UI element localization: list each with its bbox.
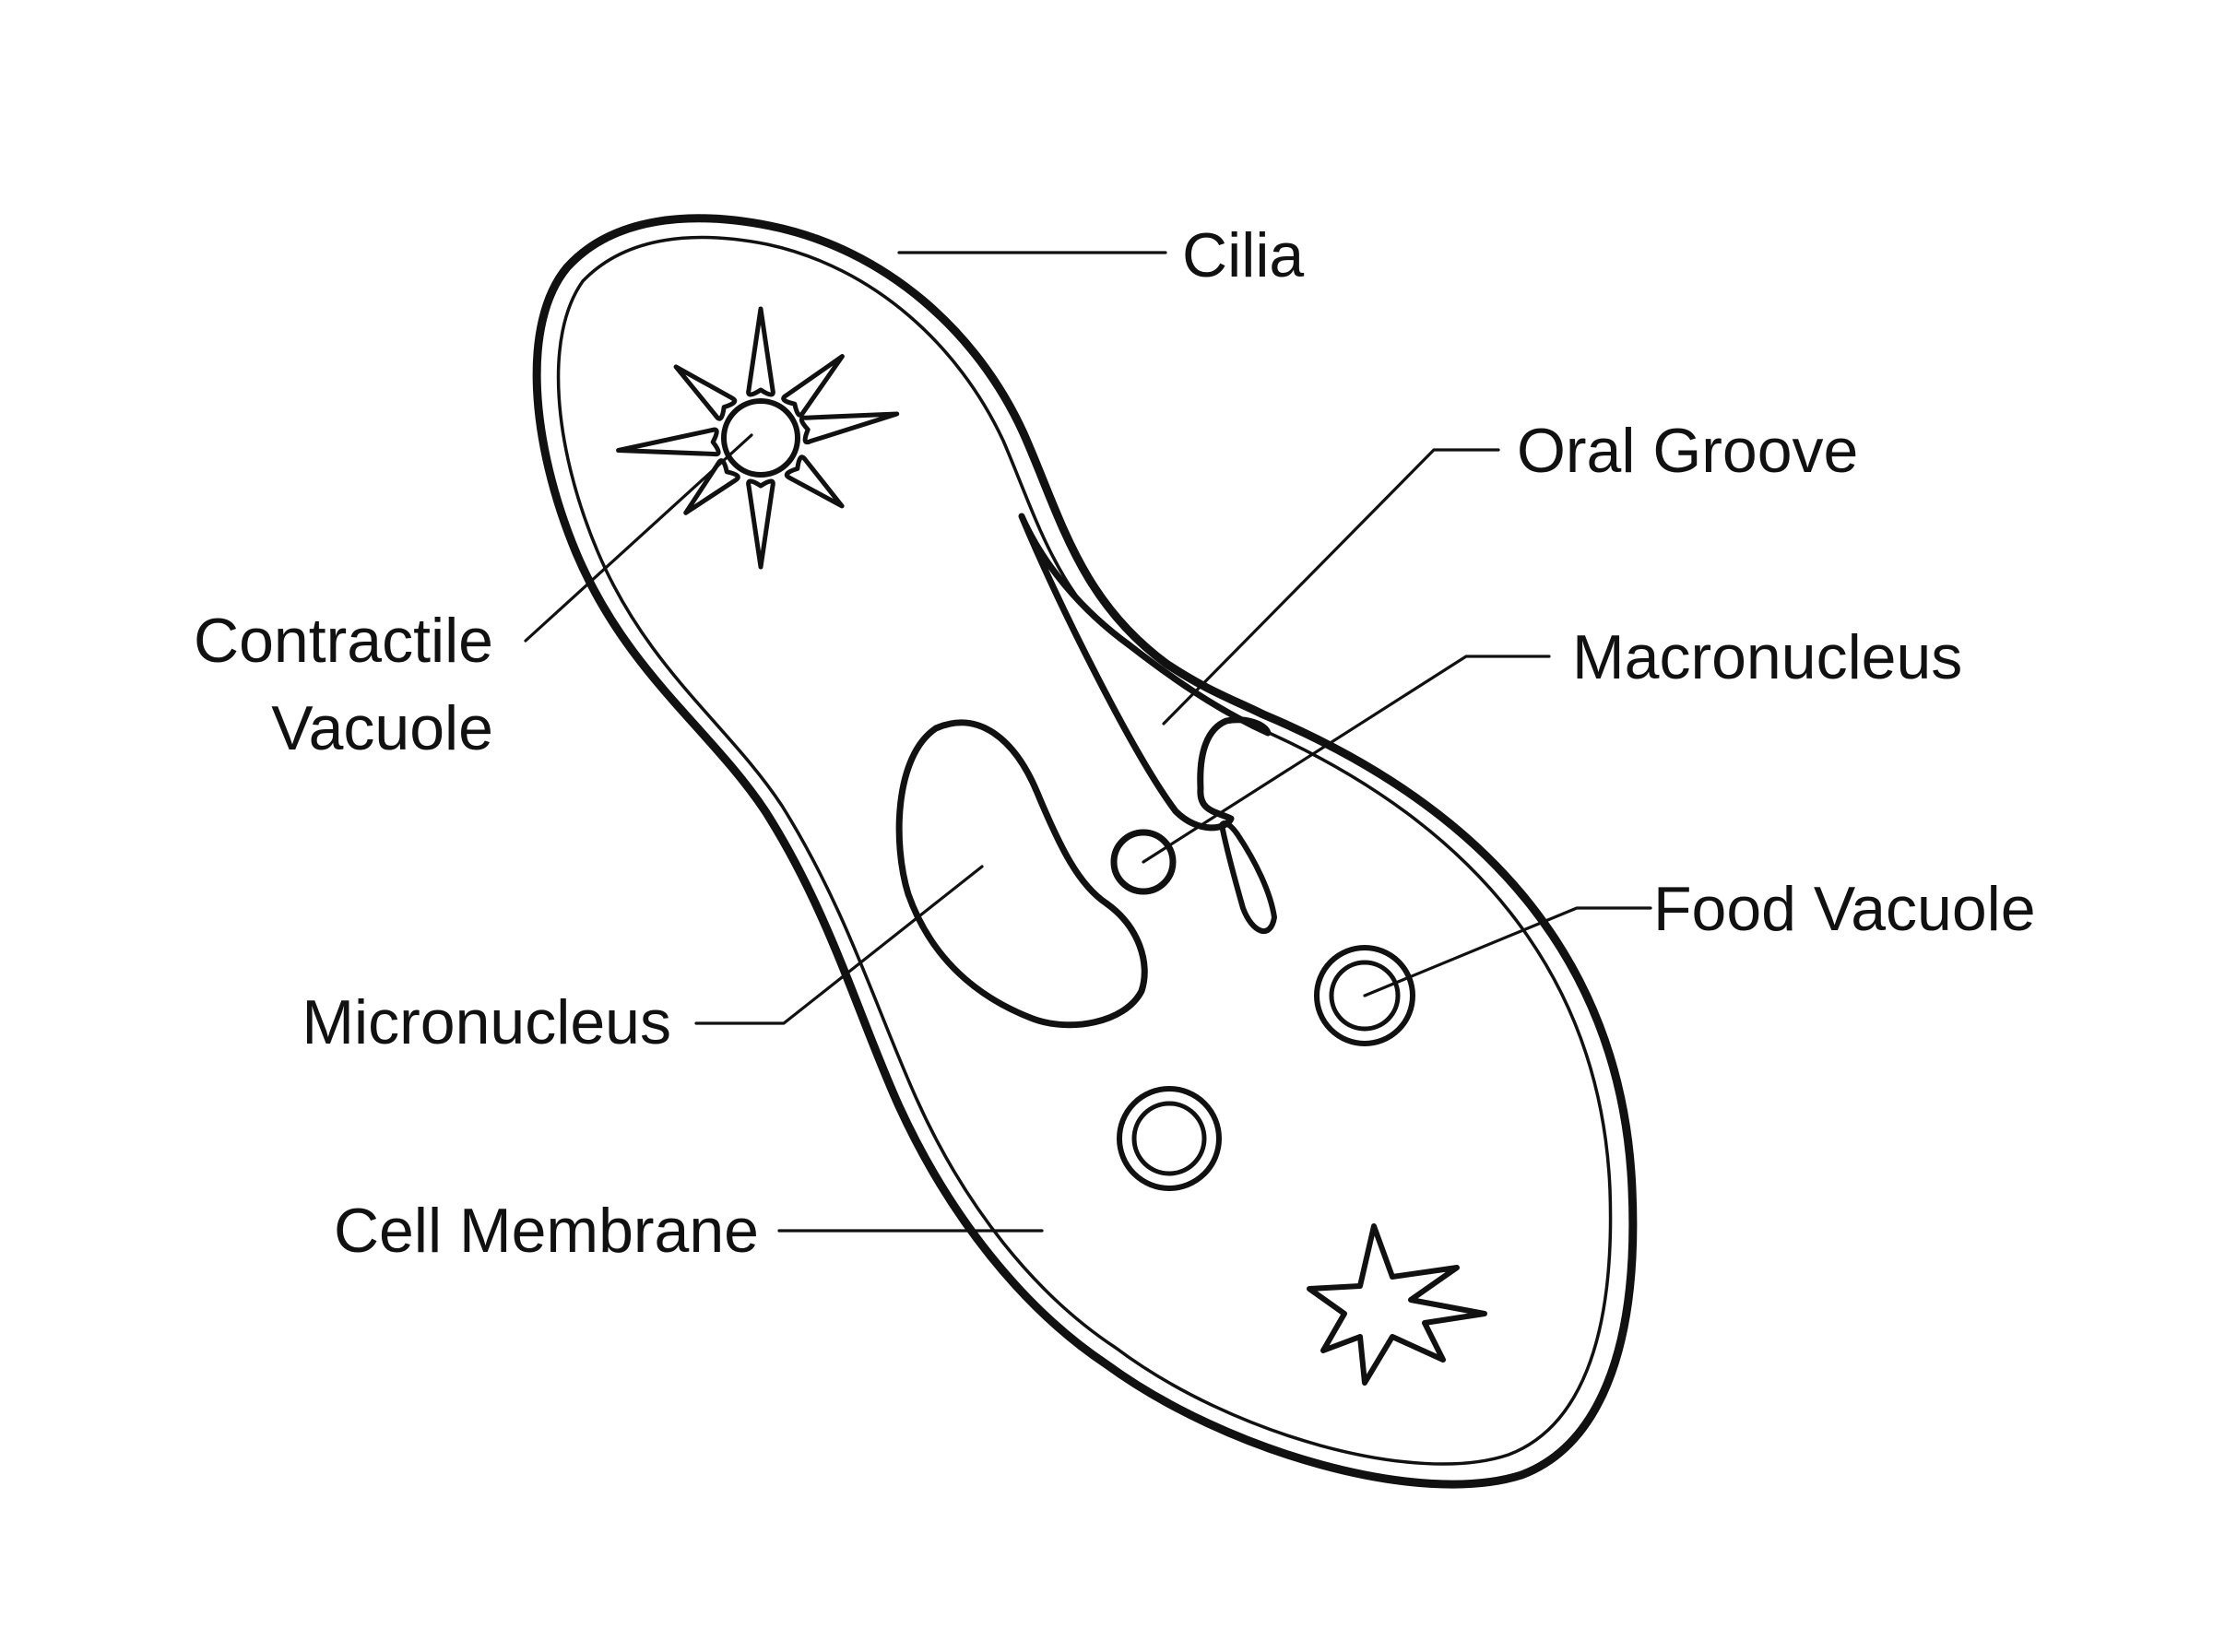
cell-body-outline — [532, 214, 1638, 1489]
cell-membrane — [556, 235, 1613, 1466]
contractile-canal — [673, 364, 738, 421]
contractile-canal — [781, 354, 845, 418]
food-vacuole-lower — [1117, 1086, 1222, 1191]
label-macronucleus: Macronucleus — [1572, 622, 1962, 692]
label-food-vacuole: Food Vacuole — [1653, 874, 2036, 944]
label-cell-membrane: Cell Membrane — [334, 1196, 759, 1266]
label-cilia: Cilia — [1182, 220, 1304, 290]
label-contractile-vacuole-line2: Vacuole — [271, 693, 493, 763]
contractile-canal — [799, 411, 900, 445]
leader-contractile-vacuole — [524, 433, 753, 643]
contractile-canal — [616, 427, 721, 457]
contractile-canal — [784, 454, 845, 509]
leader-micronucleus — [694, 865, 984, 1025]
contractile-canal — [746, 306, 775, 397]
leader-food-vacuole — [1363, 906, 1652, 997]
leader-oral-groove — [1162, 448, 1500, 726]
contractile-vacuole-lower — [1307, 1223, 1487, 1386]
contractile-vacuole-core — [721, 398, 800, 478]
label-oral-groove: Oral Groove — [1517, 416, 1858, 486]
label-micronucleus: Micronucleus — [302, 987, 671, 1057]
oral-groove — [1018, 513, 1272, 832]
leader-macronucleus — [1142, 655, 1551, 864]
contractile-vacuole-upper — [616, 306, 900, 570]
contractile-canal — [746, 478, 775, 570]
label-contractile-vacuole-line1: Contractile — [194, 606, 493, 676]
gullet — [1219, 820, 1277, 934]
micronucleus-shape — [895, 719, 1148, 1029]
